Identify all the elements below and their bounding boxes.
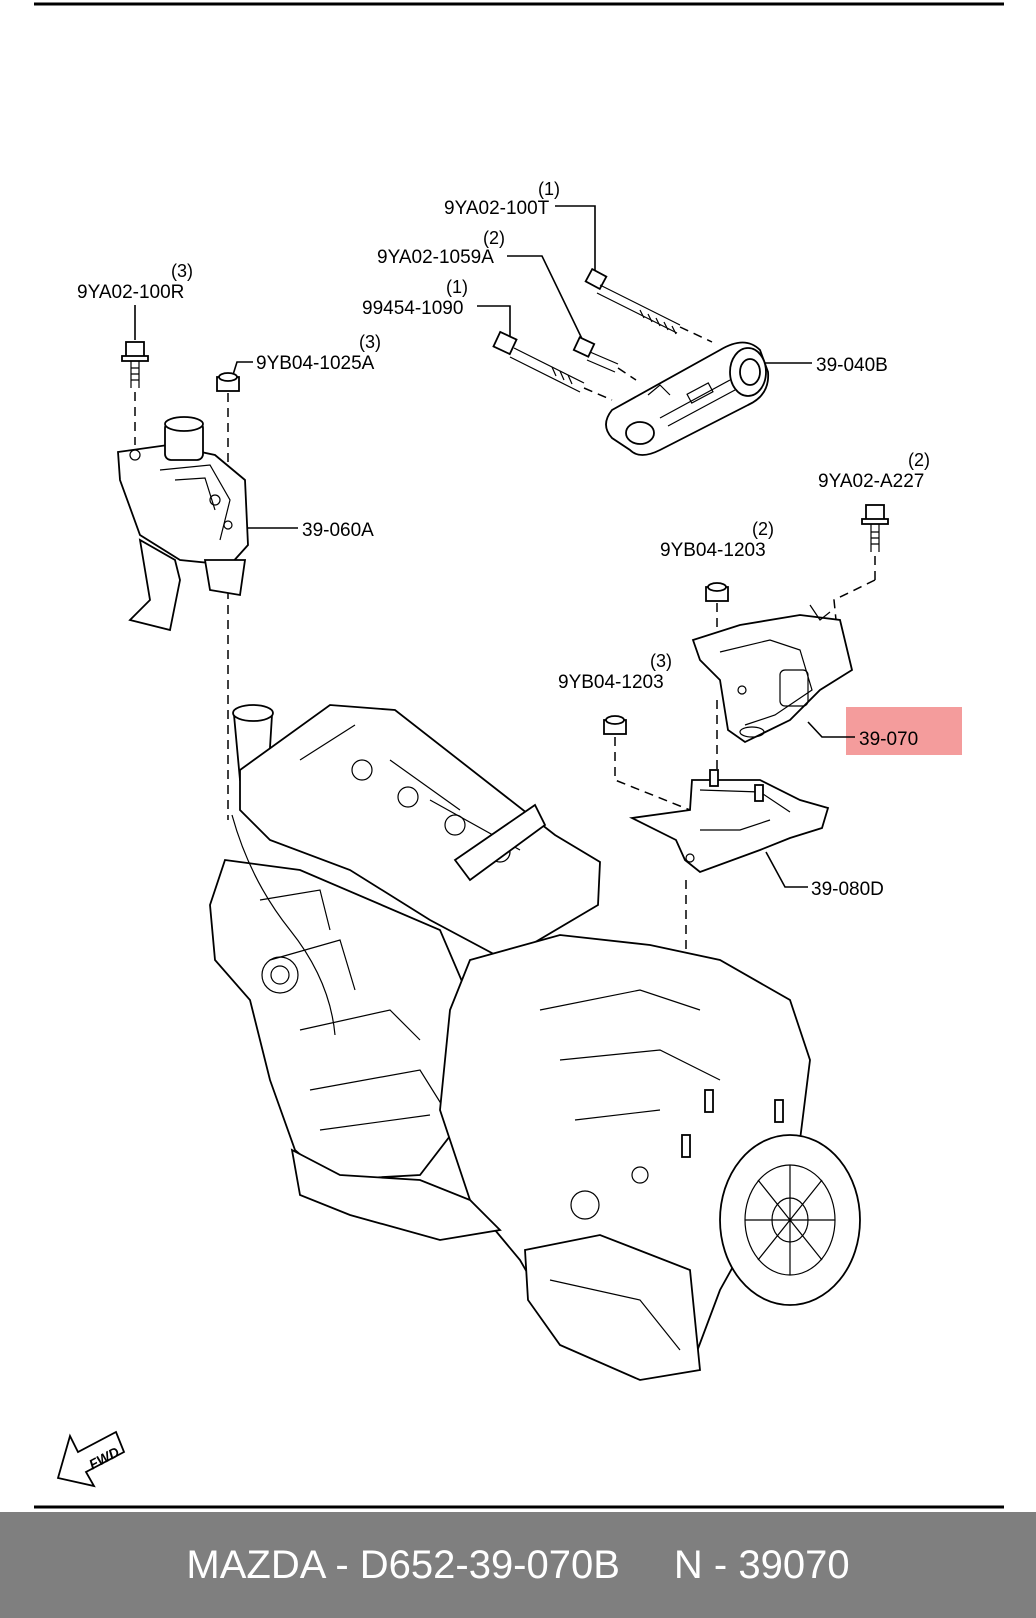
quantity-label: (3) <box>650 651 672 671</box>
callout-99454-1090[interactable]: (1) 99454-1090 <box>362 277 511 340</box>
highlight-box <box>846 707 962 755</box>
callout-9YB04-1203-lower[interactable]: (3) 9YB04-1203 <box>558 651 672 693</box>
part-number-label: 9YA02-1059A <box>377 247 494 268</box>
transmission-mount-39-070 <box>691 604 854 744</box>
callout-9YB04-1203-upper[interactable]: (2) 9YB04-1203 <box>660 519 774 561</box>
callout-9YA02-100R[interactable]: (3) 9YA02-100R <box>77 261 193 340</box>
parts-diagram: (1) 9YA02-100T (2) 9YA02-1059A (1) 99454… <box>34 2 1004 1509</box>
callout-39-080D[interactable]: 39-080D <box>765 851 884 900</box>
fwd-direction-icon: FWD <box>56 1430 126 1488</box>
bracket-39-080D <box>628 769 830 874</box>
part-number-label: 39-070 <box>859 729 918 750</box>
callout-9YA02-1059A[interactable]: (2) 9YA02-1059A <box>377 228 586 346</box>
callout-9YA02-A227[interactable]: (2) 9YA02-A227 <box>818 450 930 492</box>
nut-9YB04-1203-upper <box>705 582 729 602</box>
engine-mount-39-060A <box>117 416 249 632</box>
bolt-9YA02-A227 <box>861 504 889 552</box>
quantity-label: (3) <box>171 261 193 281</box>
bolt-9YA02-1059A <box>572 336 619 373</box>
part-number-label: 39-080D <box>811 879 884 900</box>
part-number-label: 39-060A <box>302 520 374 541</box>
part-number-label: 39-040B <box>816 355 888 376</box>
footer-oem-part-number: MAZDA - D652-39-070B <box>186 1542 620 1587</box>
footer-bar: MAZDA - D652-39-070B N - 39070 <box>0 1512 1036 1618</box>
quantity-label: (2) <box>483 228 505 248</box>
engine-and-transaxle-assembly <box>209 704 861 1381</box>
quantity-label: (2) <box>908 450 930 470</box>
bolt-99454-1090 <box>492 330 585 393</box>
callout-39-060A[interactable]: 39-060A <box>248 520 374 541</box>
nut-9YB04-1203-lower <box>603 715 627 735</box>
bolt-9YA02-100T <box>584 267 681 335</box>
callout-39-070-highlighted[interactable]: 39-070 <box>807 707 962 755</box>
part-number-label: 9YA02-A227 <box>818 471 924 492</box>
part-number-label: 9YA02-100R <box>77 282 184 303</box>
footer-reference-number: N - 39070 <box>673 1542 850 1587</box>
part-number-label: 9YB04-1203 <box>558 672 664 693</box>
part-number-label: 9YB04-1203 <box>660 540 766 561</box>
nut-9YB04-1025A <box>216 372 240 392</box>
bolt-9YA02-100R <box>121 341 149 388</box>
quantity-label: (2) <box>752 519 774 539</box>
callout-9YA02-100T[interactable]: (1) 9YA02-100T <box>444 179 596 275</box>
quantity-label: (1) <box>446 277 468 297</box>
part-number-label: 99454-1090 <box>362 298 463 319</box>
part-number-label: 9YA02-100T <box>444 198 550 219</box>
quantity-label: (3) <box>359 332 381 352</box>
quantity-label: (1) <box>538 179 560 199</box>
callout-9YB04-1025A[interactable]: (3) 9YB04-1025A <box>231 332 381 379</box>
part-number-label: 9YB04-1025A <box>256 353 375 374</box>
callout-39-040B[interactable]: 39-040B <box>765 355 888 376</box>
torque-rod-39-040B <box>605 341 770 456</box>
